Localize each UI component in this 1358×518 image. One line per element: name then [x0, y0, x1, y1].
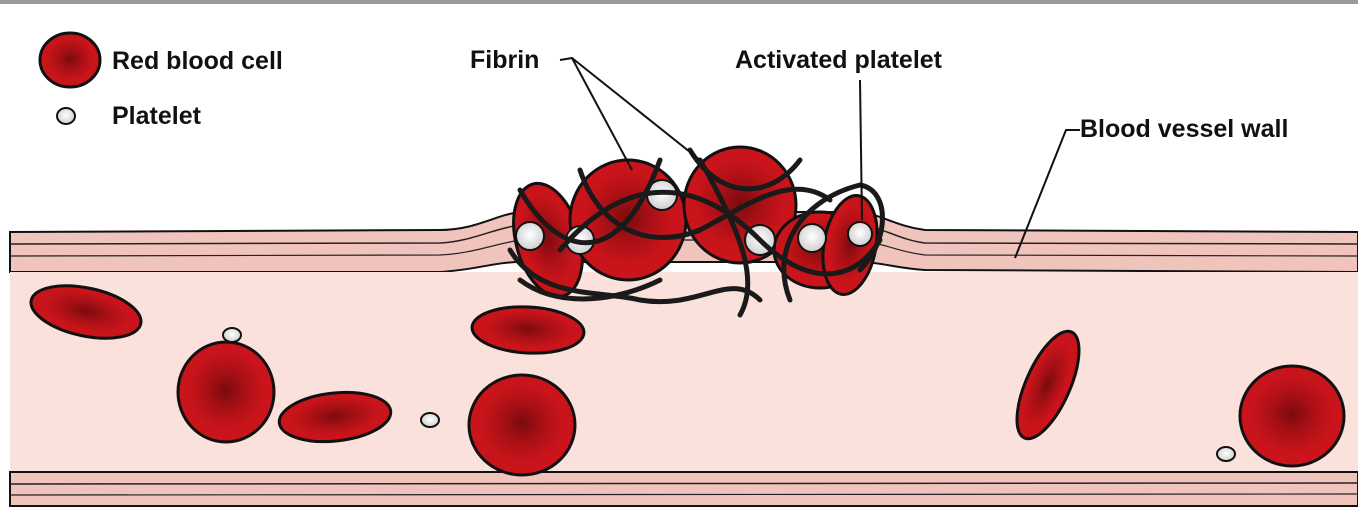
- legend-platelet-icon: [57, 108, 75, 124]
- red-blood-cell: [178, 342, 274, 442]
- platelet: [1217, 447, 1235, 461]
- fibrin-leader-line: [560, 58, 700, 170]
- red-blood-cell: [469, 375, 575, 475]
- legend-platelet-label: Platelet: [112, 102, 202, 130]
- blood-vessel-wall-label: Blood vessel wall: [1080, 115, 1288, 143]
- lower-wall-stripe: [10, 483, 1358, 484]
- legend-red-blood-cell-label: Red blood cell: [112, 47, 283, 75]
- platelet: [223, 328, 241, 342]
- activated-platelet: [516, 222, 544, 250]
- lower-vessel-wall: [10, 472, 1358, 506]
- top-border: [0, 0, 1358, 4]
- legend: Red blood cell Platelet: [40, 33, 283, 130]
- fibrin-label: Fibrin: [470, 46, 539, 74]
- red-blood-cell: [1240, 366, 1344, 466]
- activated-platelet: [798, 224, 826, 252]
- legend-red-blood-cell-icon: [40, 33, 100, 87]
- activated-platelet-label: Activated platelet: [735, 46, 943, 74]
- activated-platelet: [848, 222, 872, 246]
- platelet: [421, 413, 439, 427]
